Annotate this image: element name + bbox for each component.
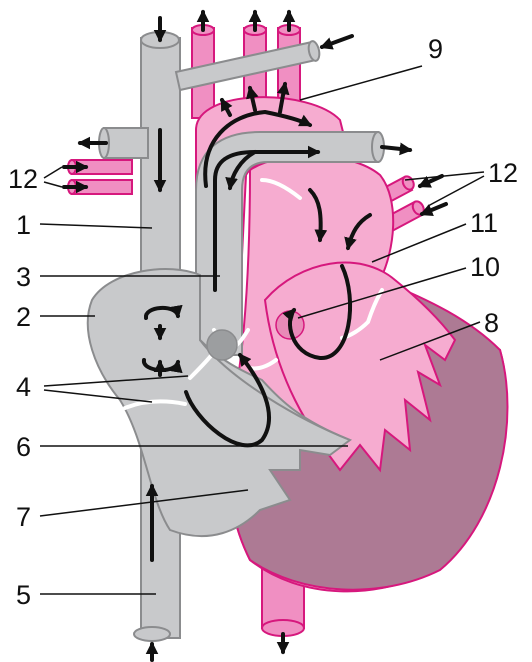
label-4: 4 — [16, 372, 31, 402]
label-11: 11 — [470, 208, 498, 238]
label-1: 1 — [16, 210, 31, 240]
pulmonary-valve-marker — [207, 330, 237, 360]
label-6: 6 — [16, 432, 31, 462]
label-12-left: 12 — [8, 164, 38, 194]
label-10: 10 — [470, 252, 500, 282]
label-12-right: 12 — [488, 158, 518, 188]
label-3: 3 — [16, 262, 31, 292]
label-2: 2 — [16, 302, 31, 332]
label-7: 7 — [16, 502, 31, 532]
label-5: 5 — [16, 580, 31, 610]
label-9: 9 — [428, 34, 443, 64]
label-8: 8 — [484, 308, 499, 338]
